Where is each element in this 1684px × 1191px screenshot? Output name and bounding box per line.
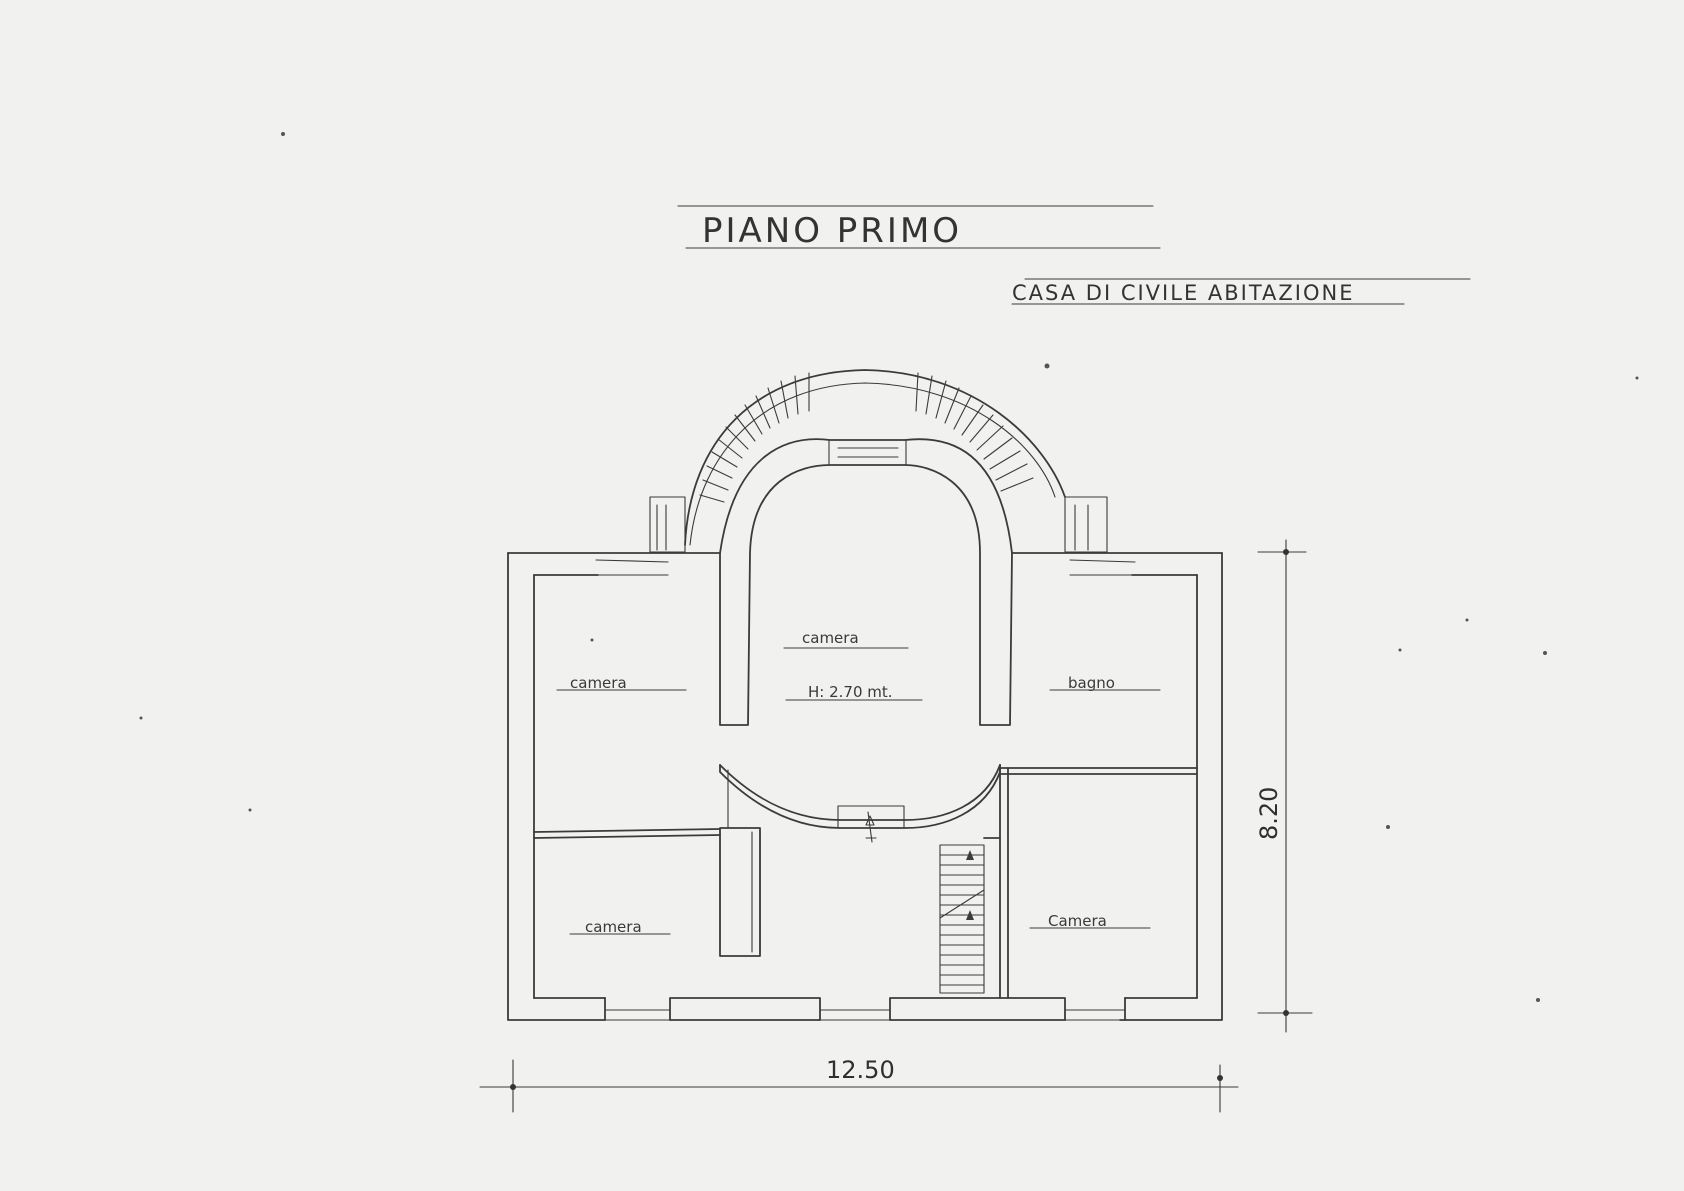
exterior-walls xyxy=(507,552,1223,1021)
room-label-camera-left: camera xyxy=(570,674,627,692)
room-label-camera-bottom-right: Camera xyxy=(1048,912,1107,930)
room-label-bagno: bagno xyxy=(1068,674,1115,692)
dimension-depth: 8.20 xyxy=(1255,539,1313,1033)
title-block: PIANO PRIMO xyxy=(677,205,1161,251)
oval-room-walls xyxy=(719,438,1013,726)
room-height-note: H: 2.70 mt. xyxy=(808,683,893,701)
interior-partitions xyxy=(533,764,1198,999)
plan-subtitle: CASA DI CIVILE ABITAZIONE xyxy=(1012,281,1355,305)
curved-staircase xyxy=(649,369,1108,553)
room-labels: camera H: 2.70 mt. camera bagno camera C… xyxy=(556,629,1161,936)
room-label-camera-bottom-left: camera xyxy=(585,918,642,936)
paper-specks xyxy=(139,132,1639,1002)
subtitle-block: CASA DI CIVILE ABITAZIONE xyxy=(1011,278,1471,305)
dimension-width-label: 12.50 xyxy=(826,1056,895,1084)
dimension-depth-label: 8.20 xyxy=(1255,787,1283,840)
plan-title: PIANO PRIMO xyxy=(702,211,962,251)
room-label-camera-top: camera xyxy=(802,629,859,647)
dimension-width: 12.50 xyxy=(479,1056,1239,1113)
